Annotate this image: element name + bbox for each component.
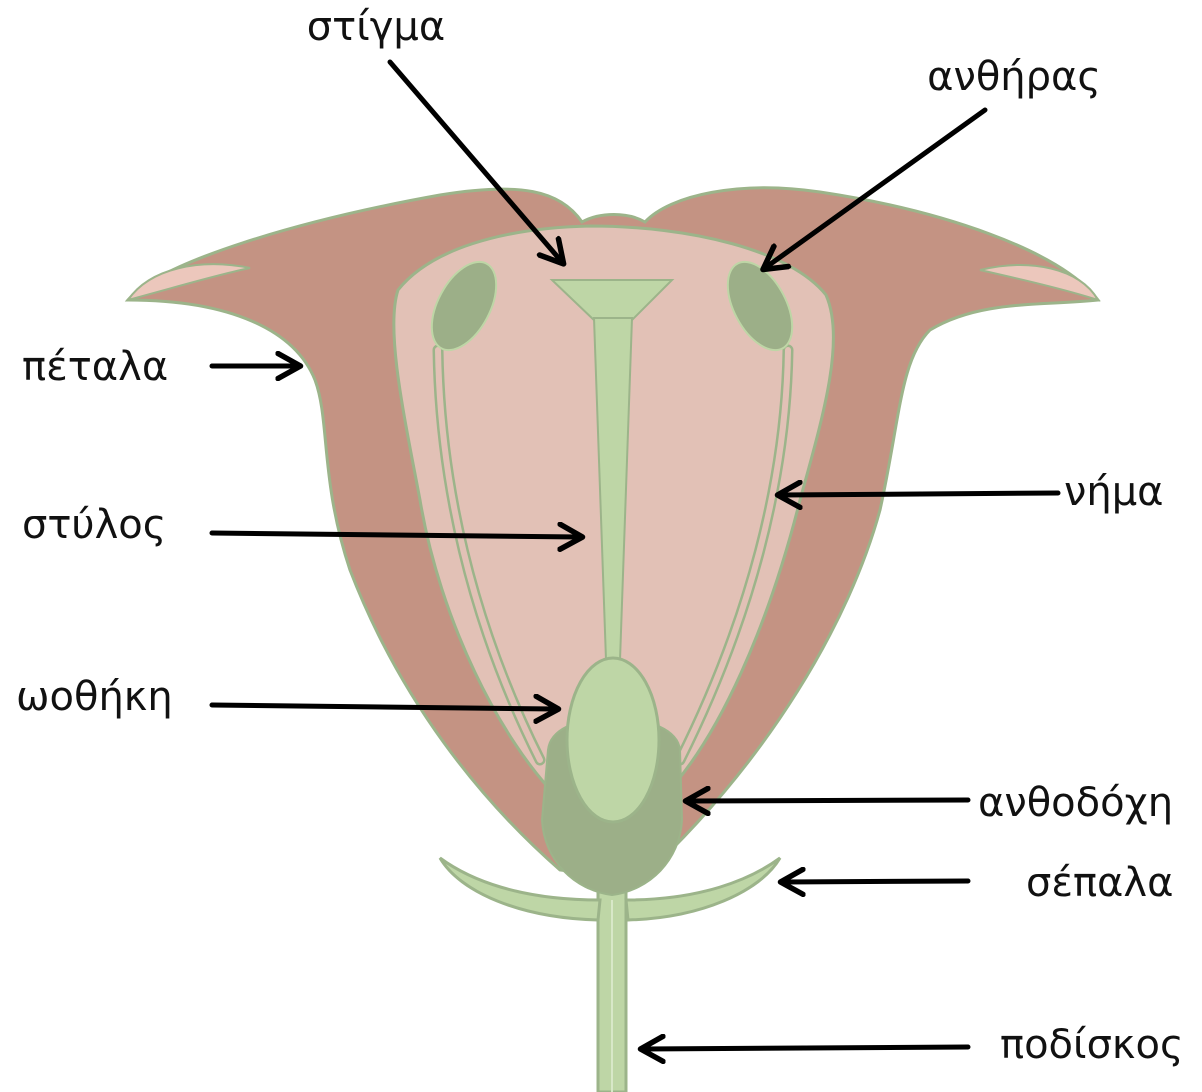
arrow-sepals — [783, 881, 968, 882]
label-style: στύλος — [22, 502, 166, 548]
label-pedicel: ποδίσκος — [1000, 1022, 1183, 1068]
pedicel — [598, 880, 626, 1092]
label-filament: νήμα — [1064, 469, 1164, 515]
label-anther: ανθήρας — [927, 54, 1101, 100]
label-receptacle: ανθοδόχη — [978, 780, 1173, 826]
label-sepals: σέπαλα — [1026, 860, 1173, 906]
label-petals: πέταλα — [22, 344, 168, 390]
label-stigma: στίγμα — [307, 4, 445, 50]
arrow-pedicel — [643, 1047, 968, 1049]
label-ovary: ωοθήκη — [16, 674, 173, 720]
arrow-filament — [780, 493, 1058, 495]
arrow-receptacle — [688, 800, 968, 801]
